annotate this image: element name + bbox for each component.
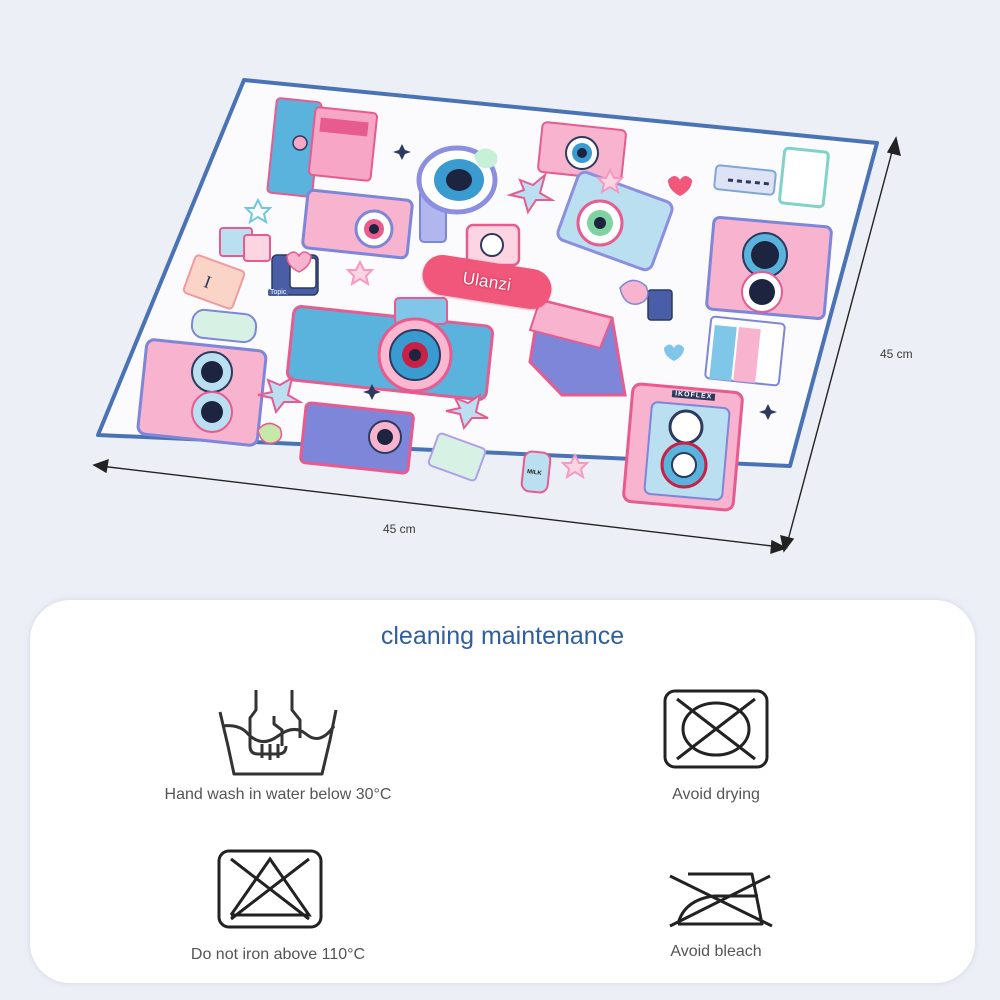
dimension-arrows (92, 136, 901, 554)
twin-lens-camera-icon (622, 382, 744, 512)
camera-sticker-icon (537, 121, 627, 181)
height-dimension-label: 45 cm (880, 347, 913, 361)
box-camera-icon (528, 298, 627, 397)
camera-sticker-icon (285, 297, 495, 401)
brand-name: Ulanzi (461, 268, 513, 295)
camera-sticker-icon (299, 401, 415, 475)
no-tumble-dry-icon (663, 689, 769, 769)
care-label: Do not iron above 110°C (190, 946, 366, 963)
cleaning-cloth-illustration: I (92, 78, 901, 554)
width-dimension-label: 45 cm (383, 522, 416, 536)
ticket-icon: I (182, 254, 246, 310)
film-roll-icon (713, 146, 830, 209)
camera-sticker-icon (556, 170, 674, 272)
sparkle-icon (243, 197, 273, 225)
product-image: I (92, 78, 913, 554)
care-label: Avoid bleach (670, 943, 762, 960)
care-label: Avoid drying (672, 786, 760, 803)
care-instructions-card: cleaning maintenance Hand wash in water … (30, 600, 975, 983)
camera-sticker-icon (301, 145, 498, 260)
twin-lens-camera-icon (705, 216, 833, 320)
twin-lens-camera-icon (136, 338, 268, 447)
topic-tag-text: Topic (268, 289, 289, 296)
care-title: cleaning maintenance (380, 622, 625, 650)
hand-wash-icon (218, 690, 338, 776)
camera-sticker-icon (266, 97, 378, 198)
care-label: Hand wash in water below 30°C (164, 786, 392, 803)
no-bleach-icon (217, 849, 323, 929)
no-iron-icon (669, 872, 773, 928)
